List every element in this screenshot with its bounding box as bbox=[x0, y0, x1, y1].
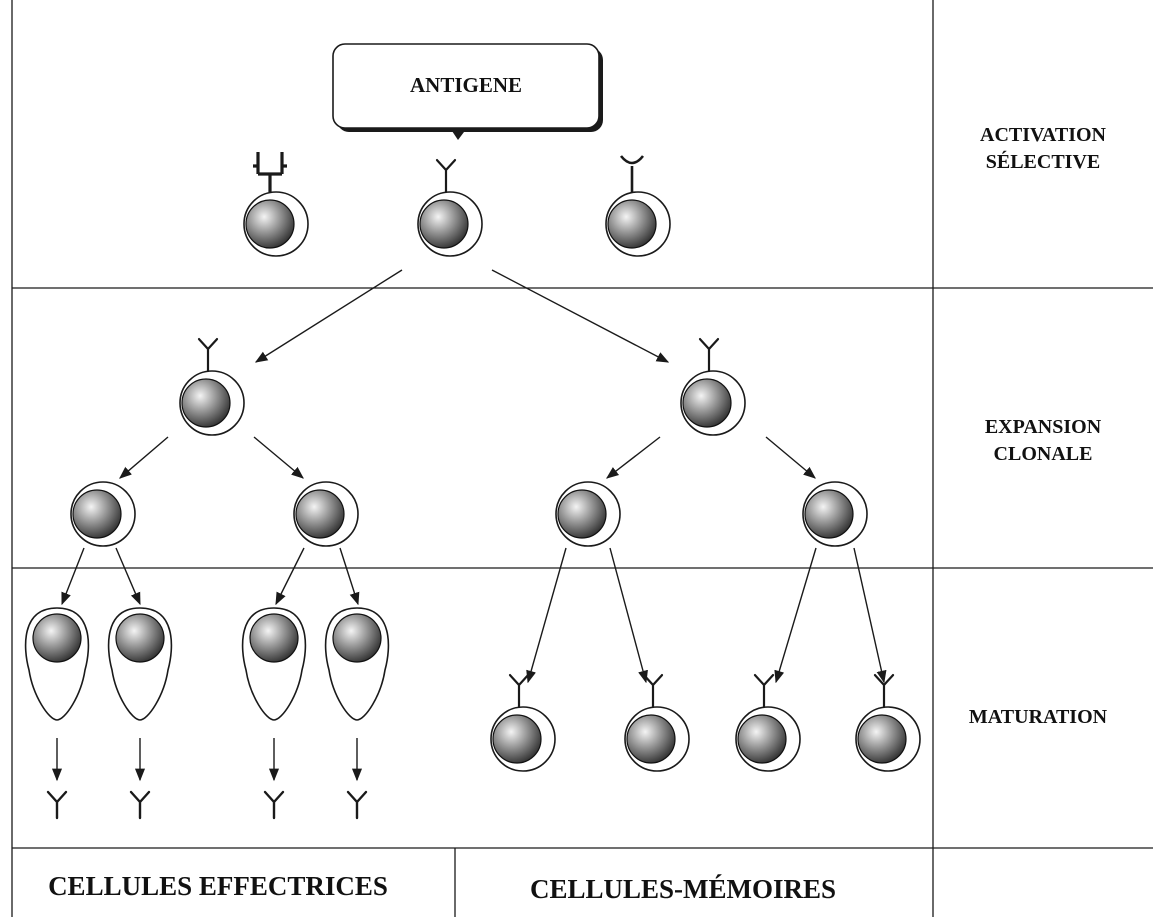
cell-nucleus bbox=[607, 199, 657, 249]
cell-nucleus bbox=[181, 378, 231, 428]
cell-nucleus bbox=[557, 489, 607, 539]
lymphocyte-cup-receptor bbox=[605, 155, 671, 257]
cell-nucleus bbox=[332, 613, 382, 663]
free-antibody-3 bbox=[263, 790, 285, 820]
memory-cell-3 bbox=[735, 674, 801, 772]
footer-labels: CELLULES EFFECTRICES CELLULES-MÉMOIRES bbox=[48, 871, 836, 904]
cell-nucleus bbox=[626, 714, 676, 764]
arrow-memory-2 bbox=[609, 547, 648, 684]
daughter-cell-4 bbox=[802, 481, 868, 547]
stage-label-maturation: MATURATION bbox=[969, 706, 1108, 728]
effector-cell-3 bbox=[241, 607, 307, 721]
daughter-cell-1 bbox=[70, 481, 136, 547]
cell-nucleus bbox=[492, 714, 542, 764]
memory-cells-label: CELLULES-MÉMOIRES bbox=[530, 874, 836, 904]
grid-lines bbox=[11, 0, 1153, 917]
arrow-effector-1 bbox=[61, 547, 85, 606]
cell-nucleus bbox=[72, 489, 122, 539]
arrow-daughter-4 bbox=[765, 436, 816, 479]
clone-left bbox=[179, 338, 245, 436]
effector-cell-1 bbox=[24, 607, 90, 721]
memory-cell-2 bbox=[624, 674, 690, 772]
arrow-to-clone-left bbox=[254, 269, 403, 363]
stage-label-activation-line2: SÉLECTIVE bbox=[986, 150, 1101, 173]
cell-nucleus bbox=[249, 613, 299, 663]
cell-nucleus bbox=[32, 613, 82, 663]
free-antibody-2 bbox=[129, 790, 151, 820]
cell-nucleus bbox=[419, 199, 469, 249]
cell-nucleus bbox=[115, 613, 165, 663]
cell-nucleus bbox=[804, 489, 854, 539]
arrow-memory-1 bbox=[526, 547, 567, 684]
arrow-daughter-2 bbox=[253, 436, 304, 479]
cell-nucleus bbox=[295, 489, 345, 539]
cell-nucleus bbox=[682, 378, 732, 428]
effector-cells-label: CELLULES EFFECTRICES bbox=[48, 871, 388, 901]
stage-label-expansion-line2: CLONALE bbox=[994, 443, 1093, 465]
cell-nucleus bbox=[857, 714, 907, 764]
arrow-memory-4 bbox=[853, 547, 887, 684]
antigen-pointer bbox=[450, 128, 467, 140]
cells bbox=[24, 152, 921, 772]
free-antibody-4 bbox=[346, 790, 368, 820]
stage-labels: ACTIVATION SÉLECTIVE EXPANSION CLONALE M… bbox=[969, 124, 1108, 728]
arrow-to-clone-right bbox=[491, 269, 670, 363]
stage-label-expansion-line1: EXPANSION bbox=[985, 416, 1102, 438]
antigen-label: ANTIGENE bbox=[410, 73, 522, 97]
arrow-daughter-1 bbox=[119, 436, 169, 479]
lymphocyte-selected-y-receptor bbox=[417, 159, 483, 257]
arrow-effector-4 bbox=[339, 547, 360, 606]
free-antibody-1 bbox=[46, 790, 68, 820]
arrow-effector-3 bbox=[275, 547, 305, 606]
stage-label-activation-line1: ACTIVATION bbox=[980, 124, 1107, 146]
effector-cell-2 bbox=[107, 607, 173, 721]
daughter-cell-2 bbox=[293, 481, 359, 547]
cell-nucleus bbox=[737, 714, 787, 764]
memory-cell-4 bbox=[855, 674, 921, 772]
free-antibodies bbox=[46, 790, 368, 820]
arrows bbox=[51, 269, 887, 782]
lymphocyte-fork-receptor bbox=[243, 152, 309, 257]
memory-cell-1 bbox=[490, 674, 556, 772]
cell-nucleus bbox=[245, 199, 295, 249]
clone-right bbox=[680, 338, 746, 436]
arrow-daughter-3 bbox=[606, 436, 661, 479]
arrow-memory-3 bbox=[774, 547, 817, 684]
arrow-effector-2 bbox=[115, 547, 141, 606]
antigen-box: ANTIGENE bbox=[332, 43, 603, 140]
effector-cell-4 bbox=[324, 607, 390, 721]
daughter-cell-3 bbox=[555, 481, 621, 547]
